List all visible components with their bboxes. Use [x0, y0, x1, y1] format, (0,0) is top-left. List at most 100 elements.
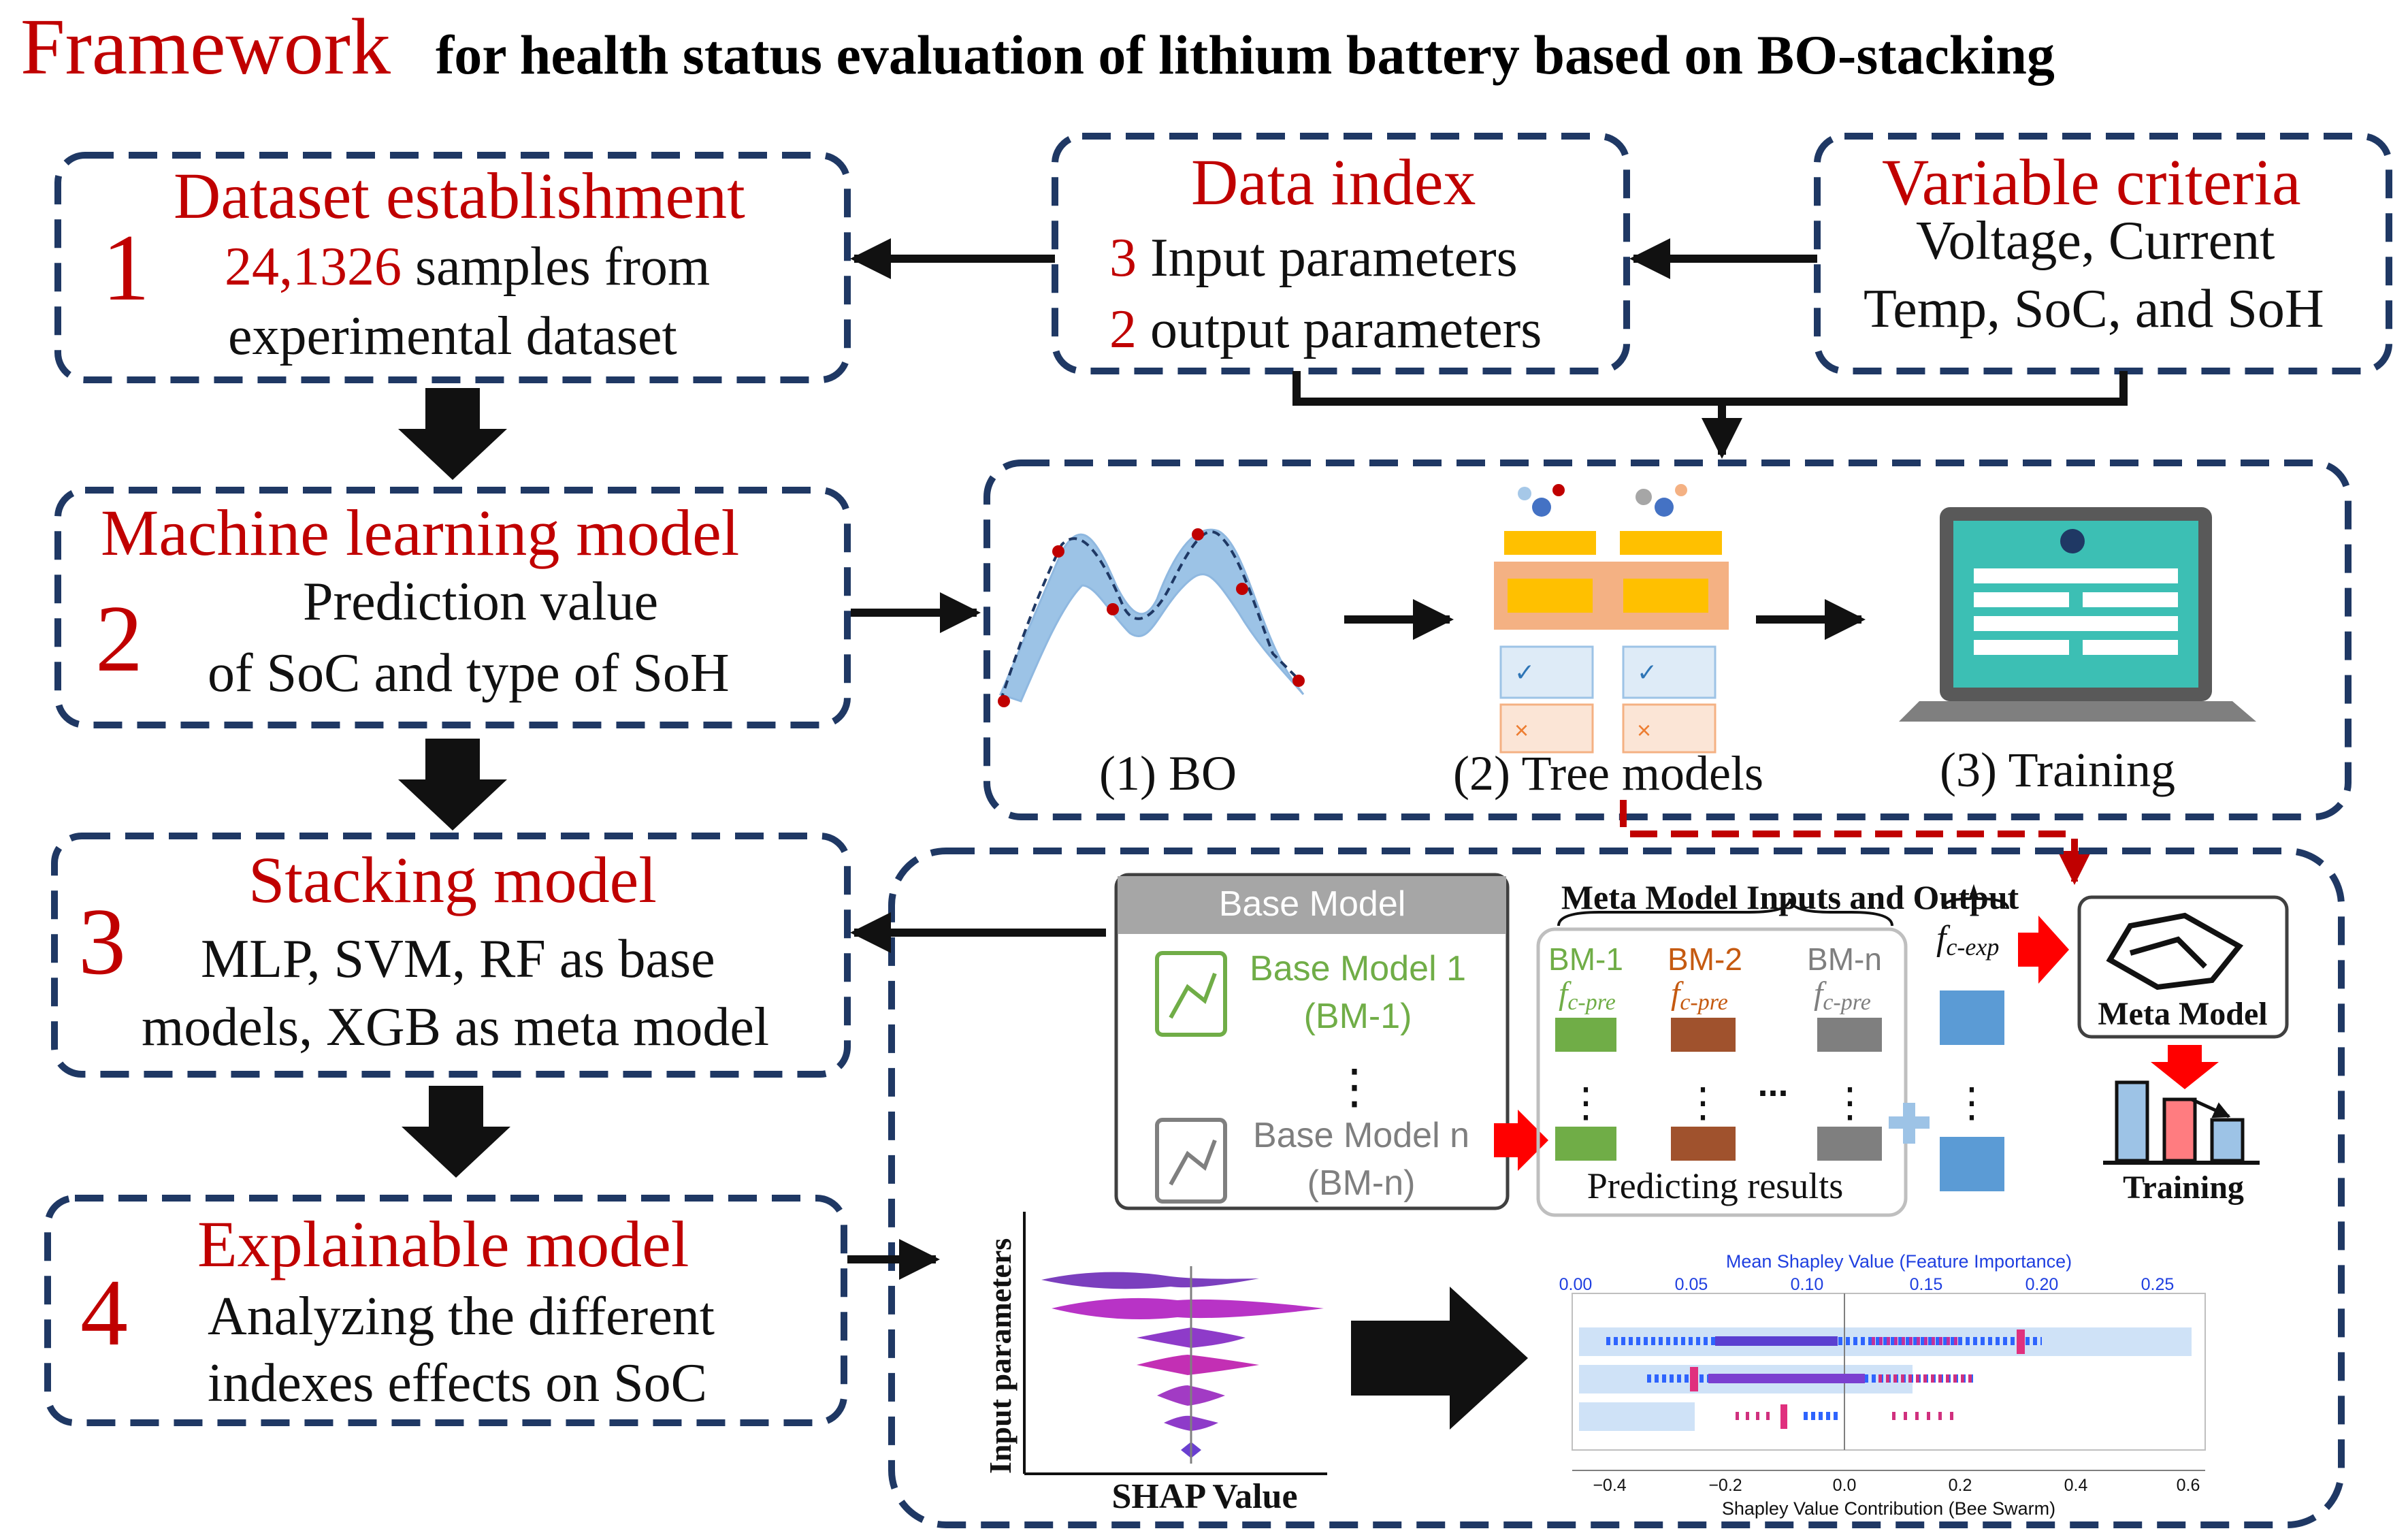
red-arrow-to-meta-model	[2018, 916, 2069, 984]
top-tick-2: 0.10	[1791, 1275, 1824, 1294]
step-2-title: Machine learning model	[101, 496, 739, 569]
step-3-number: 3	[78, 889, 126, 995]
fpre-bmn-sub: c-pre	[1823, 990, 1870, 1015]
big-right-arrow	[1351, 1287, 1528, 1430]
bmn-name: Base Model n	[1253, 1116, 1469, 1155]
step-1-line1-text: samples from	[402, 237, 710, 297]
dots-bmn: ⋮	[1829, 1080, 1870, 1125]
step-4-line1: Analyzing the different	[208, 1287, 715, 1347]
svg-text:×: ×	[1637, 716, 1651, 744]
fexp-tile-bottom	[1940, 1137, 2004, 1191]
base-model-header: Base Model	[1219, 884, 1406, 924]
meta-header: Meta Model Inputs and Output	[1561, 878, 2019, 916]
data-index-line2: 2 output parameters	[1109, 300, 1542, 359]
training-label: (3) Training	[1940, 743, 2175, 797]
step-4-number: 4	[80, 1260, 128, 1366]
tree-models-label: (2) Tree models	[1453, 746, 1763, 801]
shap-top-title: Mean Shapley Value (Feature Importance)	[1726, 1251, 2072, 1272]
shap-xlabel: SHAP Value	[1111, 1477, 1297, 1516]
title-lead: Framework	[20, 2, 391, 91]
base-model-panel: Base Model Base Model 1 (BM-1) ⋮ Base Mo…	[1114, 873, 1510, 1210]
step-3-line2: models, XGB as meta model	[142, 997, 769, 1057]
bottom-tick-3: 0.2	[1949, 1476, 1972, 1495]
fpre-bmn: fc-pre	[1814, 976, 1871, 1015]
step-3-line1: MLP, SVM, RF as base	[201, 929, 715, 989]
fpre-bm1-sub: c-pre	[1567, 990, 1615, 1015]
shap-violin-plot: Input parameters SHAP Value	[983, 1212, 1327, 1516]
data-index-title: Data index	[1191, 146, 1476, 219]
bottom-tick-0: −0.4	[1593, 1476, 1626, 1495]
step-4-box: 4 Explainable model Analyzing the differ…	[44, 1195, 847, 1426]
shap-ylabel: Input parameters	[983, 1238, 1018, 1474]
bottom-tick-5: 0.6	[2177, 1476, 2200, 1495]
laptop-icon	[1899, 507, 2256, 722]
step-4-line2: indexes effects on SoC	[208, 1353, 707, 1413]
meta-model-label: Meta Model	[2098, 996, 2267, 1032]
step-3-title: Stacking model	[248, 843, 657, 916]
bottom-tick-4: 0.4	[2064, 1476, 2088, 1495]
fpre-bm2-sub: c-pre	[1680, 990, 1727, 1015]
variable-criteria-box: Variable criteria Voltage, Current Temp,…	[1814, 133, 2392, 374]
data-index-l1: Input parameters	[1137, 228, 1518, 288]
variable-criteria-line1: Voltage, Current	[1916, 211, 2275, 271]
shap-bottom-title: Shapley Value Contribution (Bee Swarm)	[1722, 1498, 2055, 1519]
meta-inputs-panel: Meta Model Inputs and Output BM-1 BM-2 B…	[1536, 878, 2019, 1217]
step-1-highlight: 24,1326	[225, 237, 402, 297]
fexp-sub: c-exp	[1946, 933, 1999, 961]
top-tick-1: 0.05	[1675, 1275, 1708, 1294]
data-index-line1: 3 Input parameters	[1109, 228, 1518, 288]
red-arrow-base-to-meta	[1494, 1110, 1548, 1171]
step-2-line1: Prediction value	[303, 572, 658, 632]
plus-icon	[1889, 1103, 1930, 1144]
data-index-box: Data index 3 Input parameters 2 output p…	[1052, 133, 1630, 374]
data-index-n1: 3	[1109, 228, 1137, 288]
bmn-abbr: (BM-n)	[1307, 1163, 1416, 1203]
svg-text:×: ×	[1514, 716, 1529, 744]
top-tick-0: 0.00	[1559, 1275, 1593, 1294]
step-1-line2: experimental dataset	[228, 306, 677, 366]
step-2-box: 2 Machine learning model Prediction valu…	[54, 487, 851, 728]
title-rest: for health status evaluation of lithium …	[436, 24, 2055, 86]
red-dashed-connector	[1620, 800, 2092, 885]
top-tick-3: 0.15	[1910, 1275, 1943, 1294]
bottom-tick-2: 0.0	[1833, 1476, 1857, 1495]
step-3-box: 3 Stacking model MLP, SVM, RF as base mo…	[51, 833, 851, 1078]
horizontal-ellipsis: ...	[1757, 1063, 1788, 1104]
bm1-name: Base Model 1	[1250, 949, 1466, 988]
meta-model-box: Meta Model	[2077, 895, 2289, 1039]
step-4-title: Explainable model	[197, 1208, 689, 1280]
data-index-n2: 2	[1109, 300, 1137, 359]
data-index-l2: output parameters	[1137, 300, 1542, 359]
meta-training-label: Training	[2123, 1170, 2244, 1206]
red-arrow-meta-to-training	[2151, 1045, 2219, 1089]
top-tick-4: 0.20	[2025, 1275, 2059, 1294]
bo-pipeline-box	[983, 460, 2352, 820]
fexp-brace	[1942, 884, 2009, 909]
step-2-line2: of SoC and type of SoH	[208, 643, 730, 703]
down-arrow-1-2	[398, 388, 507, 480]
col-bm1: BM-1	[1548, 941, 1623, 977]
tree-models-illustration: ✓ ✓ × ×	[1494, 484, 1729, 754]
step-2-number: 2	[95, 586, 143, 692]
step-1-line1: 24,1326 samples from	[225, 237, 710, 297]
training-bar-icon	[2103, 1080, 2260, 1165]
top-tick-5: 0.25	[2141, 1275, 2175, 1294]
fpre-bm1: fc-pre	[1559, 976, 1616, 1015]
variable-criteria-title: Variable criteria	[1882, 146, 2301, 219]
step-1-number: 1	[102, 215, 150, 321]
down-arrow-2-3	[398, 739, 507, 831]
svg-text:✓: ✓	[1514, 658, 1535, 686]
bo-illustration	[998, 528, 1305, 707]
fexp-label: fc-exp	[1936, 919, 1999, 961]
bm-vertical-dots: ⋮	[1331, 1060, 1378, 1113]
step-1-title: Dataset establishment	[174, 159, 745, 232]
bottom-tick-1: −0.2	[1708, 1476, 1742, 1495]
stacking-detail-box	[888, 848, 2345, 1528]
dots-bm2: ⋮	[1682, 1080, 1723, 1125]
col-bm2: BM-2	[1667, 941, 1742, 977]
predicting-results-label: Predicting results	[1587, 1165, 1843, 1206]
bracket-index-criteria	[1292, 371, 2128, 406]
col-bmn: BM-n	[1807, 941, 1882, 977]
step-1-box: 1 Dataset establishment 24,1326 samples …	[54, 152, 851, 383]
